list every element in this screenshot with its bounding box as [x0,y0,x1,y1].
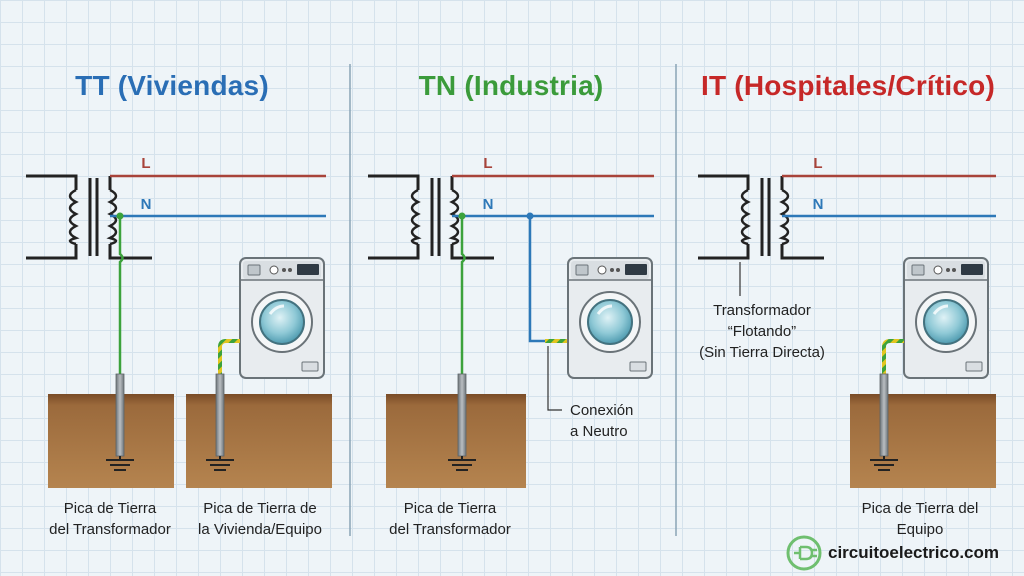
callout-line: a Neutro [570,423,628,440]
earth-wire [118,216,124,376]
earth-wire [882,339,904,376]
tt-name: (Viviendas) [117,70,269,101]
tn-title: TN(Industria) [419,70,604,102]
soil-block [386,394,526,488]
it-floating-transformer-callout: Transformador “Flotando” (Sin Tierra Dir… [699,300,825,363]
soil-block [48,394,174,488]
soil-block [186,394,332,488]
plug-logo-icon [786,535,822,571]
caption-line: la Vivienda/Equipo [198,521,322,538]
tt-neutral-label: N [140,196,152,213]
tt-title: TT(Viviendas) [75,70,269,102]
it-code: IT [701,70,727,101]
washing-machine [238,256,326,380]
earth-wire [218,339,240,376]
ground-rod [215,373,225,457]
tn-neutral-connection-callout: Conexión a Neutro [570,400,633,442]
caption-line: Pica de Tierra del [861,500,979,517]
tn-line-label: L [483,155,493,172]
ground-rod [879,373,889,457]
callout-line: Conexión [570,402,634,419]
brand: circuitoelectrico.com [786,535,999,571]
tt-line-label: L [141,155,151,172]
ground-rod [457,373,467,457]
brand-text[interactable]: circuitoelectrico.com [828,543,1000,562]
soil-block [850,394,996,488]
caption-line: del Transformador [49,521,171,538]
tt-code: TT [75,70,110,101]
caption-line: Pica de Tierra [63,500,157,517]
callout-line: Transformador [713,302,811,319]
caption-line: Pica de Tierra de [203,500,317,517]
tn-code: TN [418,70,457,101]
tt-section [24,174,332,488]
it-title: IT(Hospitales/Crítico) [701,70,995,102]
callout-leader [547,346,562,411]
it-line-label: L [813,155,823,172]
caption-line: Equipo [896,521,944,538]
caption-line: del Transformador [389,521,511,538]
it-neutral-label: N [812,196,824,213]
it-equipment-earth-caption: Pica de Tierra del Equipo [862,498,979,540]
washing-machine [902,256,990,380]
tt-equipment-earth-caption: Pica de Tierra de la Vivienda/Equipo [198,498,322,540]
callout-line: “Flotando” [727,323,797,340]
callout-line: (Sin Tierra Directa) [699,344,825,361]
tn-section [366,174,654,488]
tt-transformer-earth-caption: Pica de Tierra del Transformador [49,498,171,540]
tn-transformer-earth-caption: Pica de Tierra del Transformador [389,498,511,540]
tn-name: (Industria) [464,70,604,101]
it-name: (Hospitales/Crítico) [734,70,995,101]
washing-machine [566,256,654,380]
ground-rod [115,373,125,457]
caption-line: Pica de Tierra [403,500,497,517]
it-section [696,174,996,488]
tn-neutral-label: N [482,196,494,213]
earth-wire [460,216,466,376]
neutral-link [528,216,545,343]
